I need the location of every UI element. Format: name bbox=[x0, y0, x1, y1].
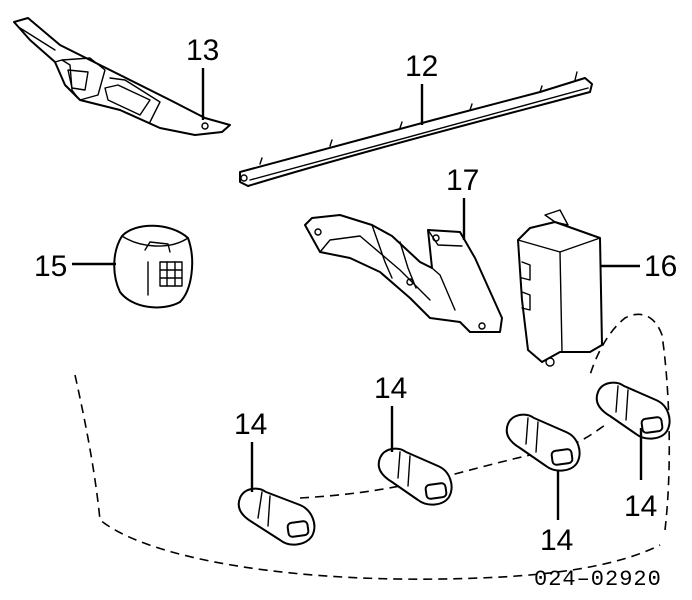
callout-17: 17 bbox=[446, 164, 479, 197]
callout-14-outer-left: 14 bbox=[234, 408, 267, 441]
bracket-17 bbox=[304, 214, 503, 333]
callout-14-inner-left: 14 bbox=[374, 372, 407, 405]
bracket-13 bbox=[13, 17, 231, 136]
callout-15: 15 bbox=[34, 250, 67, 283]
leader-lines bbox=[72, 68, 643, 520]
callout-14-inner-right: 14 bbox=[540, 524, 573, 557]
callout-12: 12 bbox=[405, 50, 438, 83]
callout-14-outer-right: 14 bbox=[624, 490, 657, 523]
callout-16: 16 bbox=[644, 250, 677, 283]
sensor-inner-right bbox=[505, 413, 581, 472]
buzzer-15 bbox=[113, 224, 194, 309]
bumper-outline bbox=[74, 313, 671, 580]
control-module-16 bbox=[517, 209, 603, 367]
trim-strip-12 bbox=[239, 71, 593, 187]
sensor-outer-left bbox=[237, 487, 316, 546]
callout-13: 13 bbox=[186, 34, 219, 67]
diagram-id: 024–02920 bbox=[534, 567, 662, 592]
sensor-outer-right bbox=[595, 381, 671, 440]
sensor-inner-left bbox=[377, 447, 453, 506]
